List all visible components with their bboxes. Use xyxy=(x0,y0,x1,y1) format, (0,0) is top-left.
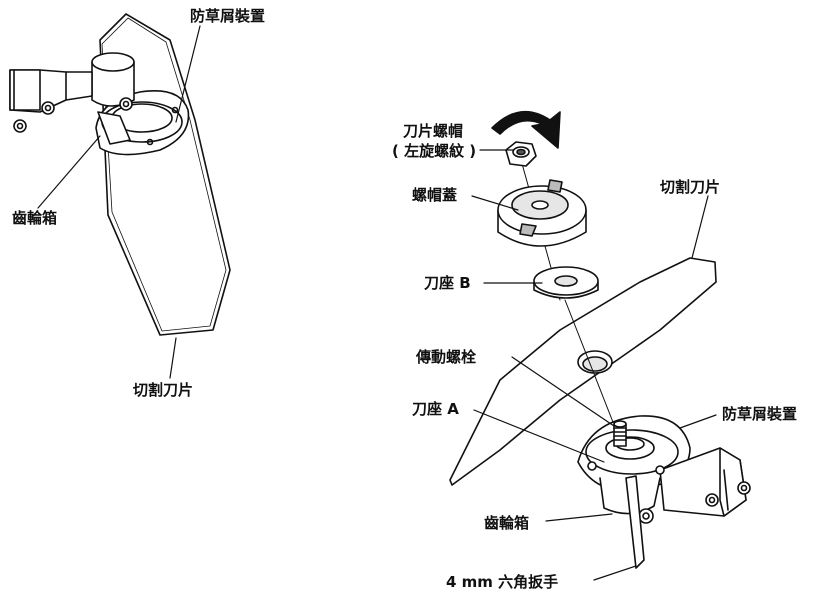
left-gearbox xyxy=(9,52,135,145)
label-holder-a: 刀座 A xyxy=(412,400,459,418)
drive-bolt xyxy=(613,420,627,447)
rotation-arrow xyxy=(491,110,561,149)
left-assembled-view xyxy=(9,13,231,379)
label-hex-wrench: 4 mm 六角扳手 xyxy=(446,573,559,591)
right-exploded-view xyxy=(449,110,751,581)
holder-b xyxy=(533,266,599,299)
label-right-gearbox: 齒輪箱 xyxy=(484,514,530,532)
label-right-blade: 切割刀片 xyxy=(660,178,721,196)
right-cutting-blade xyxy=(449,257,717,486)
label-drive-bolt: 傳動螺栓 xyxy=(416,348,477,366)
label-nut-cover: 螺帽蓋 xyxy=(412,186,458,204)
label-left-gearbox: 齒輪箱 xyxy=(12,209,58,227)
label-holder-b: 刀座 B xyxy=(424,274,471,292)
label-blade-nut: 刀片螺帽 xyxy=(403,122,464,140)
label-left-thread: ( 左旋螺紋 ) xyxy=(392,142,477,160)
hex-wrench xyxy=(625,475,645,569)
right-gearbox xyxy=(587,447,751,524)
label-left-guard: 防草屑裝置 xyxy=(190,7,266,25)
blade-nut xyxy=(505,141,537,167)
label-right-guard: 防草屑裝置 xyxy=(722,405,798,423)
label-left-blade: 切割刀片 xyxy=(133,381,194,399)
nut-cover xyxy=(497,179,587,247)
